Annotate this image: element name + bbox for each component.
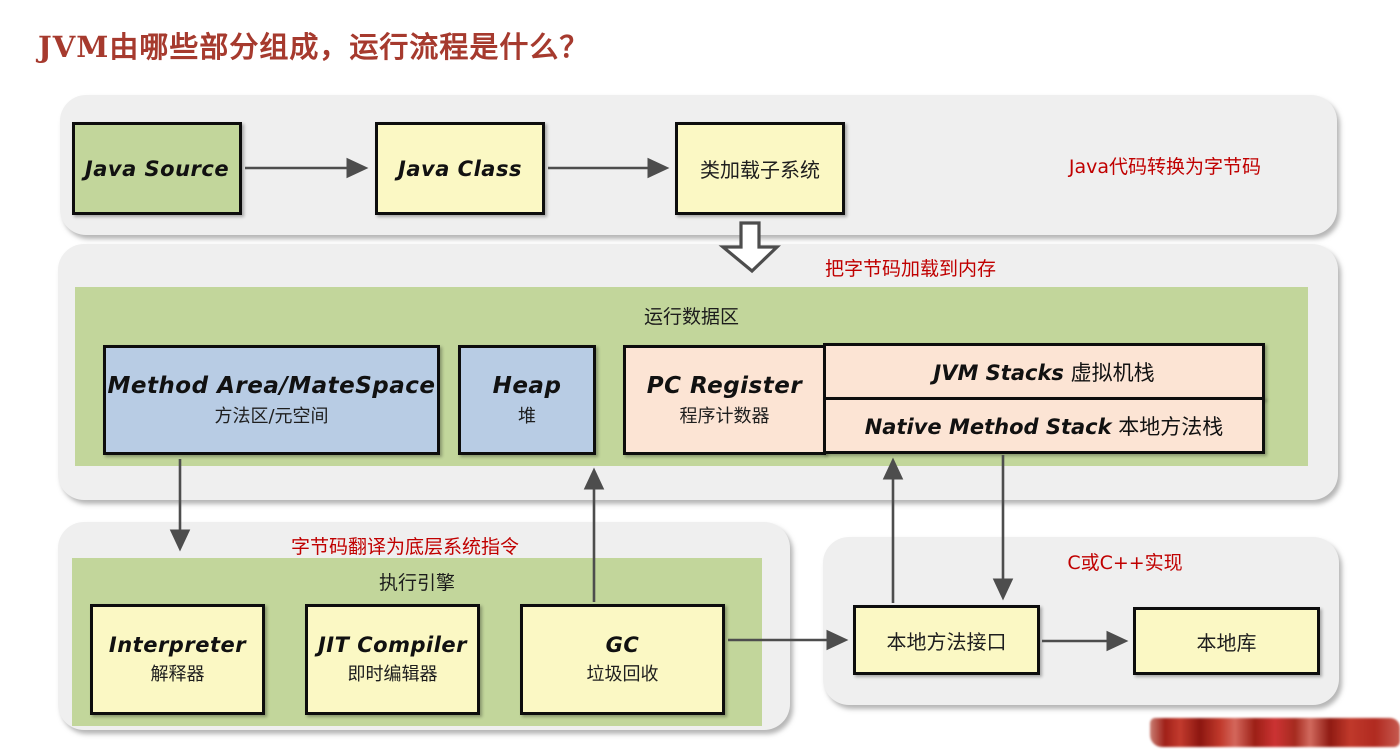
node-method-area: Method Area/MateSpace 方法区/元空间 [103,345,440,455]
node-heap-en: Heap [492,372,562,399]
node-native-method-interface-label: 本地方法接口 [886,629,1007,654]
node-native-method-interface: 本地方法接口 [853,605,1040,675]
node-heap-zh: 堆 [518,405,536,427]
node-gc: GC 垃圾回收 [520,604,725,715]
node-pc-register-zh: 程序计数器 [679,405,770,427]
node-native-method-stack: Native Method Stack 本地方法栈 [823,397,1265,454]
node-jvm-stacks: JVM Stacks 虚拟机栈 [823,343,1265,400]
redacted-watermark [1150,718,1400,747]
node-java-class-label: Java Class [398,156,522,181]
node-interpreter-zh: 解释器 [150,664,205,685]
node-jit-compiler-zh: 即时编辑器 [347,664,438,685]
note-bytecode-conversion: Java代码转换为字节码 [1068,156,1262,178]
node-interpreter-en: Interpreter [108,633,247,657]
node-jit-compiler: JIT Compiler 即时编辑器 [305,604,480,715]
node-native-library: 本地库 [1133,607,1320,675]
node-class-loader-subsystem: 类加载子系统 [675,122,845,215]
node-native-library-label: 本地库 [1196,630,1257,655]
note-load-to-memory: 把字节码加载到内存 [824,258,996,280]
node-class-loader-label: 类加载子系统 [700,158,820,182]
node-java-source-label: Java Source [84,156,230,181]
node-interpreter: Interpreter 解释器 [90,604,265,715]
runtime-data-area-label: 运行数据区 [643,306,739,328]
note-c-cpp-impl: C或C++实现 [1067,552,1183,574]
node-pc-register-en: PC Register [646,372,803,399]
node-native-method-stack-label: Native Method Stack 本地方法栈 [864,414,1224,439]
node-java-class: Java Class [375,122,545,215]
page-title: JVM由哪些部分组成，运行流程是什么？ [38,30,590,64]
node-gc-en: GC [605,633,640,657]
node-java-source: Java Source [72,122,242,215]
node-pc-register: PC Register 程序计数器 [623,345,826,455]
node-heap: Heap 堆 [458,345,596,455]
note-translate-instructions: 字节码翻译为底层系统指令 [290,536,519,558]
node-method-area-zh: 方法区/元空间 [214,405,329,427]
node-jit-compiler-en: JIT Compiler [317,633,467,657]
node-jvm-stacks-label: JVM Stacks 虚拟机栈 [933,360,1155,385]
execution-engine-label: 执行引擎 [378,572,455,594]
node-method-area-en: Method Area/MateSpace [107,372,436,399]
node-gc-zh: 垃圾回收 [586,664,659,685]
